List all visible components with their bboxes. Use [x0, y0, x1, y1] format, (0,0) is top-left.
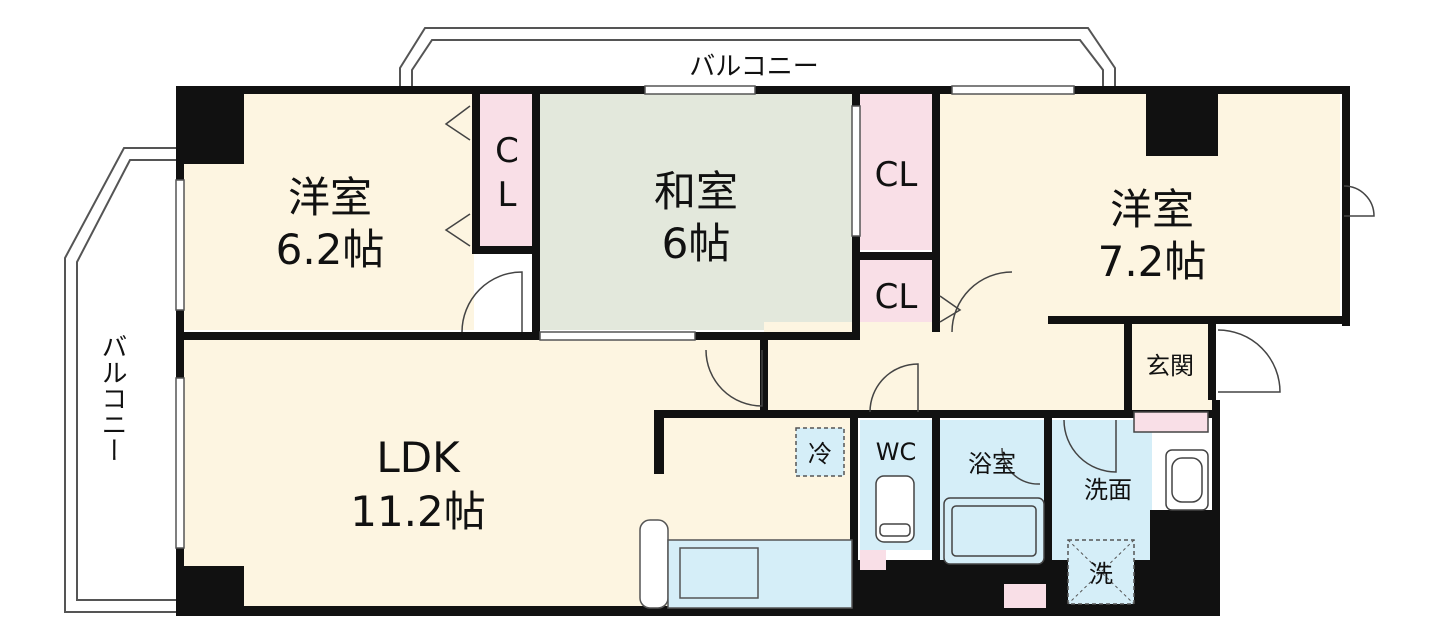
bath-label: 浴室	[968, 450, 1016, 478]
balcony-left	[64, 147, 176, 613]
entrance-shoebox	[1133, 411, 1209, 433]
washroom-pink-strip	[1004, 584, 1046, 608]
sink-icon	[1165, 449, 1209, 511]
room-west-size: 6.2帖	[276, 225, 385, 274]
room-east-floor	[940, 94, 1340, 332]
wc-pink-strip	[860, 550, 886, 570]
washer-box	[1067, 539, 1135, 605]
fridge-box	[795, 427, 845, 477]
walls	[176, 86, 1350, 616]
entrance-label: 玄関	[1146, 352, 1194, 380]
fridge-label: 冷	[808, 440, 832, 468]
balcony-left-label: バルコニー	[97, 333, 127, 463]
washer-label: 洗	[1089, 560, 1113, 588]
kitchen-counter	[639, 519, 853, 609]
closet-west-l: L	[498, 175, 517, 215]
closet-west-floor	[478, 94, 536, 250]
washroom-label: 洗面	[1084, 476, 1132, 504]
ldk-size: 11.2帖	[350, 487, 486, 536]
room-west-name: 洋室	[288, 173, 372, 222]
closet-folds	[444, 105, 962, 323]
closet-mid-label: CL	[875, 155, 918, 195]
closet-mid-floor	[860, 94, 932, 250]
washitsu-floor	[540, 94, 852, 330]
closet-west-c: C	[495, 131, 519, 171]
room-east-name: 洋室	[1110, 185, 1194, 234]
room-east-size: 7.2帖	[1098, 237, 1207, 286]
wc-label: WC	[876, 438, 917, 466]
washitsu-size: 6帖	[662, 219, 731, 268]
doors	[461, 185, 1375, 485]
bathtub-icon	[943, 497, 1045, 565]
balcony-top-label: バルコニー	[689, 52, 818, 82]
balcony-top	[399, 27, 1116, 86]
windows	[175, 85, 1075, 549]
toilet-icon	[875, 475, 915, 543]
closet-small-floor	[860, 260, 932, 332]
closet-small-label: CL	[875, 277, 918, 317]
washitsu-name: 和室	[654, 167, 738, 216]
ldk-name: LDK	[376, 433, 461, 482]
